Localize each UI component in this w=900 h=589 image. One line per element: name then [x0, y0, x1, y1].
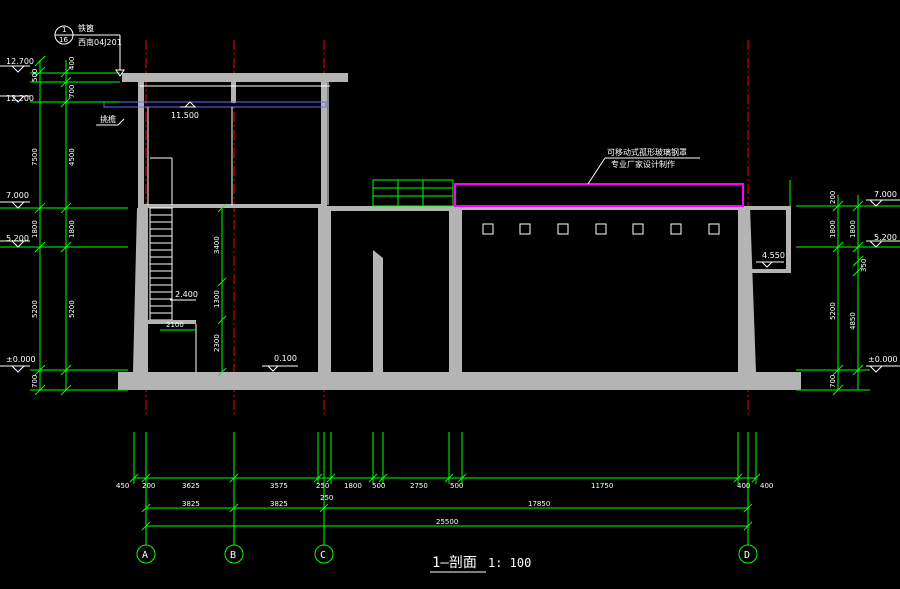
- dim-bottom-2750: 2750: [410, 482, 428, 490]
- dim-bottom-200: 200: [142, 482, 155, 490]
- dim-bottom-250-mid: 250: [320, 494, 333, 502]
- dim-stair-2100: 2100: [166, 321, 184, 329]
- dim-right-outer-5200: 5200: [829, 302, 837, 320]
- dim-stair-3400: 3400: [213, 236, 221, 254]
- structure: [118, 73, 801, 390]
- note-roof-cover-line1: 可移动式孤形玻璃钢罩: [607, 147, 687, 157]
- note-left-label: 挑檐: [100, 114, 116, 124]
- level-marker-11500: [180, 101, 196, 108]
- axis-bubbles: [136, 530, 758, 564]
- dim-right-outer-1800: 1800: [829, 220, 837, 238]
- level-inner-4550: 4.550: [762, 251, 785, 260]
- dim-right-inner-1800: 1800: [849, 220, 857, 238]
- detail-ref-line2: 西南04J201: [78, 37, 122, 47]
- axis-label-c: C: [320, 550, 326, 561]
- detail-ref-top: 1: [62, 26, 66, 34]
- level-right-0000: ±0.000: [868, 355, 898, 364]
- dim-left-inner-700: 700: [68, 85, 76, 98]
- dim-stair-2300: 2300: [213, 334, 221, 352]
- stair: [148, 207, 197, 372]
- stair-dimension-lines: [160, 203, 227, 377]
- level-left-12200: 12.200: [6, 94, 34, 103]
- upper-room: [103, 82, 330, 205]
- dim-bottom-3625: 3625: [182, 482, 200, 490]
- level-right-7000: 7.000: [874, 190, 897, 199]
- dim-left-outer-700: 700: [31, 375, 39, 388]
- dim-right-inner-4850: 4850: [849, 312, 857, 330]
- openings: [482, 223, 720, 235]
- dim-left-outer-7500: 7500: [31, 148, 39, 166]
- level-left-7000: 7.000: [6, 191, 29, 200]
- dim-left-inner-400: 400: [68, 57, 76, 70]
- dim-right-outer-700: 700: [829, 375, 837, 388]
- left-level-markers: [0, 65, 30, 373]
- drawing-scale: 1: 100: [488, 556, 531, 570]
- axis-label-a: A: [142, 550, 148, 561]
- level-left-0000: ±0.000: [6, 355, 36, 364]
- axis-lines: [145, 40, 749, 415]
- dim-bottom-17850: 17850: [528, 500, 550, 508]
- level-inner-11500: 11.500: [171, 111, 199, 120]
- dim-bottom-250: 250: [316, 482, 329, 490]
- dim-left-inner-5200: 5200: [68, 300, 76, 318]
- level-inner-0100: 0.100: [274, 354, 297, 363]
- dim-bottom-400a: 400: [737, 482, 750, 490]
- detail-ref-line1: 铁篦: [78, 23, 94, 33]
- left-dimension-lines: [0, 55, 128, 396]
- bottom-dimension-lines: [129, 432, 761, 531]
- dim-left-outer-5200: 5200: [31, 300, 39, 318]
- detail-ref-bottom: 16: [59, 36, 68, 44]
- dim-bottom-3825b: 3825: [270, 500, 288, 508]
- axis-label-d: D: [744, 550, 750, 561]
- level-left-5200: 5.200: [6, 234, 29, 243]
- note-roof-cover-line2: 专业厂家设计制作: [611, 159, 675, 169]
- right-level-markers: [866, 199, 900, 373]
- axis-label-b: B: [230, 550, 236, 561]
- dim-bottom-1800: 1800: [344, 482, 362, 490]
- dim-bottom-3825a: 3825: [182, 500, 200, 508]
- dim-bottom-25500: 25500: [436, 518, 458, 526]
- dim-left-outer-1800: 1800: [31, 220, 39, 238]
- level-marker-0100: [262, 365, 298, 372]
- dim-bottom-11750: 11750: [591, 482, 613, 490]
- dim-stair-1300: 1300: [213, 290, 221, 308]
- dim-left-outer-500: 500: [31, 69, 39, 82]
- dim-bottom-3575: 3575: [270, 482, 288, 490]
- level-left-12700: 12.700: [6, 57, 34, 66]
- glass-cover-outline: [454, 183, 744, 207]
- dim-left-inner-1800: 1800: [68, 220, 76, 238]
- drawing-title: 1—剖面: [432, 555, 477, 571]
- dim-bottom-500b: 500: [450, 482, 463, 490]
- dim-right-inner-350: 350: [860, 259, 868, 272]
- level-inner-2400: 2.400: [175, 290, 198, 299]
- dim-left-inner-4500: 4500: [68, 148, 76, 166]
- level-right-5200: 5.200: [874, 233, 897, 242]
- level-marker-4550: [756, 261, 784, 268]
- dim-bottom-500a: 500: [372, 482, 385, 490]
- left-label-leader: [96, 118, 125, 126]
- railing: [372, 179, 791, 207]
- detail-callout: [54, 25, 125, 77]
- dim-bottom-400b: 400: [760, 482, 773, 490]
- right-dimension-lines: [796, 195, 900, 396]
- dim-bottom-450: 450: [116, 482, 129, 490]
- dim-right-outer-200: 200: [829, 191, 837, 204]
